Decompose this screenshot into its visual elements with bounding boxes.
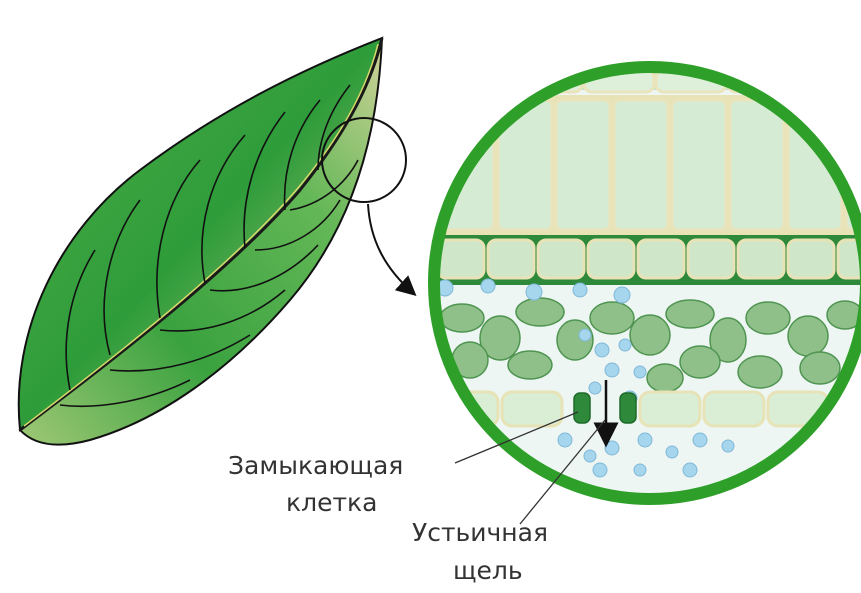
leaf-illustration [19, 38, 406, 445]
guard-cell-left [574, 393, 590, 423]
pointer-arrow [368, 204, 412, 292]
magnifier-circle [430, 60, 861, 510]
guard-cell-right [620, 393, 636, 423]
guard-cell-label-line1: Замыкающая [228, 453, 403, 478]
stomatal-slit-label-line1: Устьичная [412, 520, 548, 545]
guard-cell-label-line2: клетка [286, 490, 377, 515]
stomatal-slit-label-line2: щель [453, 558, 523, 583]
